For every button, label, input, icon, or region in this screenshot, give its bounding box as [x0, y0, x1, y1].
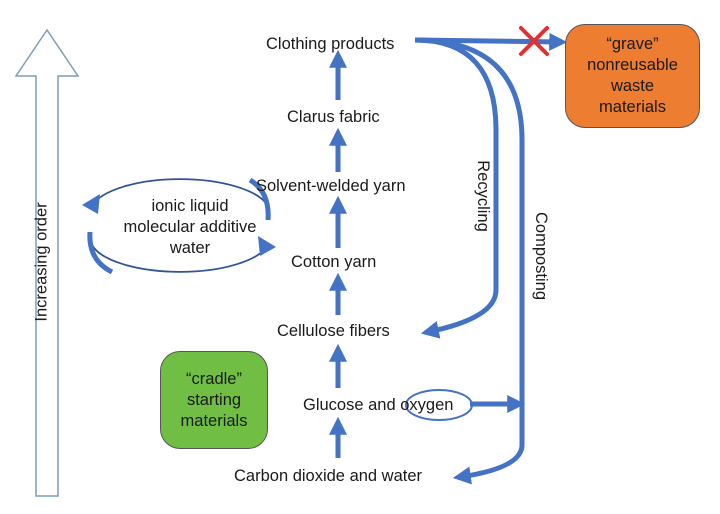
increasing-order-label: Increasing order — [32, 202, 51, 322]
node-glucose-and-oxygen: Glucose and oxygen — [303, 396, 454, 414]
composting-label: Composting — [532, 211, 551, 301]
grave-box-line-4: materials — [599, 98, 666, 116]
node-carbon-dioxide-and-water: Carbon dioxide and water — [234, 467, 423, 485]
cycle-loop-line-3: water — [169, 239, 211, 257]
composting-path — [414, 37, 525, 485]
node-clarus-fabric: Clarus fabric — [287, 108, 380, 126]
node-cellulose-fibers: Cellulose fibers — [277, 322, 390, 340]
node-cotton-yarn: Cotton yarn — [291, 253, 377, 271]
cycle-bottom-left-thick — [87, 231, 114, 275]
cradle-box-line-2: starting — [186, 390, 242, 409]
grave-box-line-2: nonreusable — [587, 56, 678, 74]
grave-box-line-3: waste — [610, 77, 655, 95]
recycling-path — [414, 37, 499, 339]
cycle-top-right-thick — [248, 177, 271, 221]
cross-icon — [519, 26, 549, 56]
cradle-box-line-1: “cradle” — [186, 369, 242, 388]
cycle-right-arrowhead — [258, 236, 276, 256]
cycle-loop-icon — [91, 178, 269, 273]
cycle-loop-line-1: ionic liquid — [151, 197, 229, 215]
recycling-label: Recycling — [473, 160, 492, 232]
increasing-order-arrow — [14, 28, 80, 497]
node-clothing-products: Clothing products — [266, 35, 395, 53]
oxygen-highlight-ellipse — [405, 389, 473, 421]
cradle-box-line-3: materials — [180, 411, 248, 430]
cycle-left-arrowhead — [82, 194, 100, 214]
node-solvent-welded-yarn: Solvent-welded yarn — [256, 177, 406, 195]
cycle-loop-text: ionic liquid molecular additive water — [110, 196, 270, 259]
grave-box-line-1: “grave” — [606, 35, 659, 53]
grave-box: “grave” nonreusable waste materials — [565, 24, 700, 128]
cradle-box: “cradle” starting materials — [160, 351, 268, 449]
cycle-loop-line-2: molecular additive — [123, 218, 257, 236]
